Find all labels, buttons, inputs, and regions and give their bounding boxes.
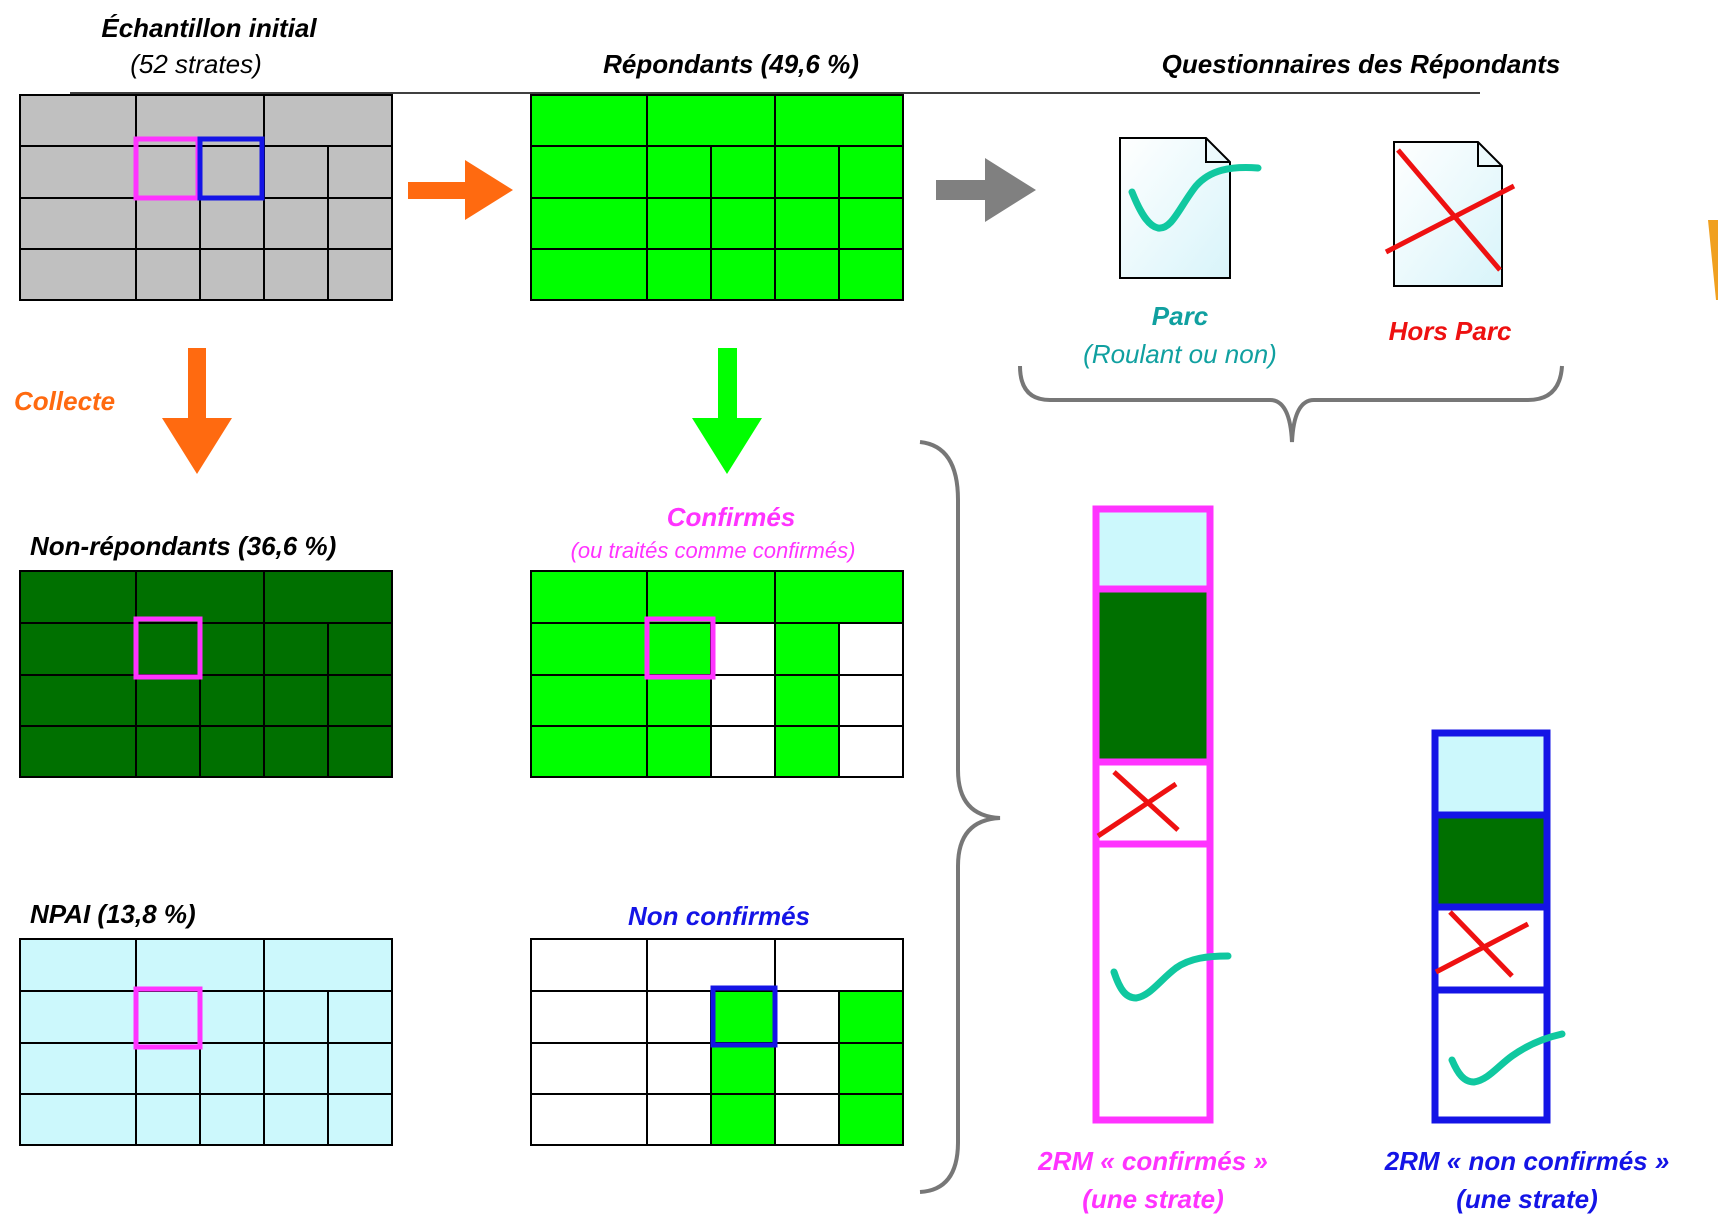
confirmed-subtitle: (ou traités comme confirmés) <box>571 538 856 563</box>
check-icon <box>1128 164 1262 232</box>
initial-sample-title: Échantillon initial <box>101 13 317 43</box>
parc-sublabel: (Roulant ou non) <box>1083 339 1277 369</box>
orange-arrow-down <box>162 348 232 474</box>
stratum-column-confirmed <box>1092 505 1232 1124</box>
collecte-label: Collecte <box>14 386 115 416</box>
check-icon <box>1448 1030 1566 1086</box>
questionnaires-title: Questionnaires des Répondants <box>1162 49 1561 79</box>
stratum-column-not-confirmed <box>1431 729 1566 1124</box>
cross-icon <box>1384 148 1516 272</box>
stratum-highlight-blue <box>710 985 778 1048</box>
confirmed-title: Confirmés <box>667 502 796 532</box>
column-confirmed-label: 2RM « confirmés » <box>1037 1146 1268 1176</box>
orange-arrow-right <box>408 160 513 220</box>
column-not-confirmed-sublabel: (une strate) <box>1456 1184 1598 1214</box>
stratum-highlight-magenta <box>133 616 203 680</box>
document-parc-icon <box>1119 137 1262 279</box>
column-confirmed-sublabel: (une strate) <box>1082 1184 1224 1214</box>
gray-arrow-right <box>936 158 1036 222</box>
respondents-grid <box>530 94 904 301</box>
brace-horizontal <box>1018 365 1564 443</box>
hors-parc-label: Hors Parc <box>1389 316 1512 346</box>
cross-icon <box>1434 910 1530 978</box>
initial-sample-grid <box>19 94 393 301</box>
initial-sample-subtitle: (52 strates) <box>130 49 262 79</box>
respondents-title: Répondants (49,6 %) <box>603 49 859 79</box>
npai-title: NPAI (13,8 %) <box>30 899 196 929</box>
not-confirmed-grid <box>530 938 904 1146</box>
cross-icon <box>1096 770 1180 839</box>
stratum-highlight-blue <box>197 136 265 201</box>
not-confirmed-title: Non confirmés <box>628 901 810 931</box>
partial-orange-shape <box>1708 220 1718 300</box>
check-icon <box>1110 952 1232 1002</box>
column-not-confirmed-label: 2RM « non confirmés » <box>1384 1146 1670 1176</box>
non-respondents-grid <box>19 570 393 778</box>
green-arrow-down <box>692 348 762 474</box>
parc-label: Parc <box>1152 301 1209 331</box>
non-respondents-title: Non-répondants (36,6 %) <box>30 531 336 561</box>
confirmed-grid <box>530 570 904 778</box>
document-hors-parc-icon <box>1384 141 1516 287</box>
npai-grid <box>19 938 393 1146</box>
stratum-highlight-magenta <box>133 986 203 1050</box>
stratum-highlight-magenta <box>644 616 716 680</box>
brace-vertical <box>919 440 1001 1194</box>
